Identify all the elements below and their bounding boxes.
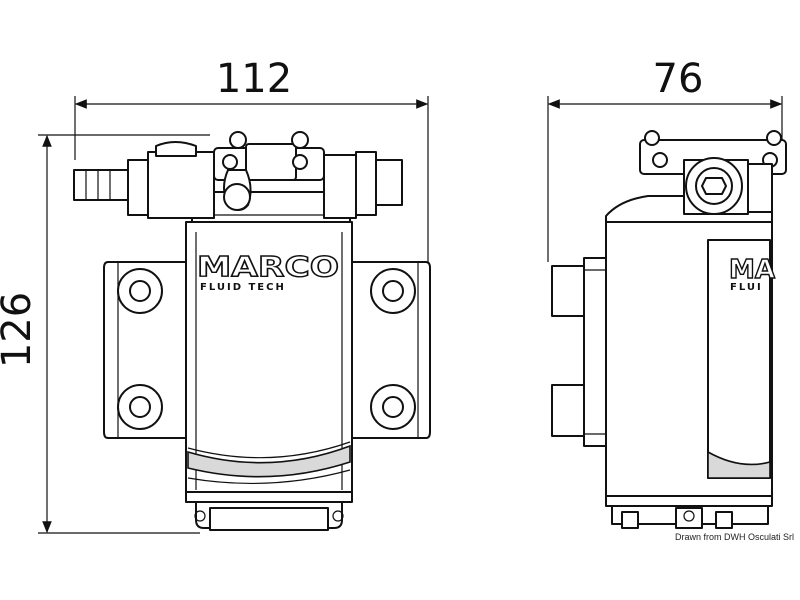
brand-logo: MARCO <box>197 250 339 283</box>
side-foot-bottom <box>551 384 585 437</box>
outlet-port <box>323 154 357 219</box>
side-view: MA FLUI <box>551 130 787 529</box>
dimension-width-front: 112 <box>74 56 429 280</box>
hex-nut-icon <box>701 177 727 195</box>
side-brand-subtitle: FLUI <box>730 282 763 293</box>
dimension-height: 126 <box>0 134 210 534</box>
side-foot-top <box>551 265 585 317</box>
side-brand-logo: MA <box>729 255 775 285</box>
inlet-port <box>147 151 215 219</box>
dimension-width-side: 76 <box>547 56 783 262</box>
width-side-label: 76 <box>653 56 704 102</box>
inlet-hose-barb <box>73 169 129 201</box>
drawing-credit: Drawn from DWH Osculati Srl <box>674 532 794 542</box>
width-front-label: 112 <box>216 56 292 102</box>
front-view: MARCO FLUID TECH <box>73 131 431 531</box>
brand-subtitle: FLUID TECH <box>200 282 286 293</box>
height-label: 126 <box>0 292 40 368</box>
